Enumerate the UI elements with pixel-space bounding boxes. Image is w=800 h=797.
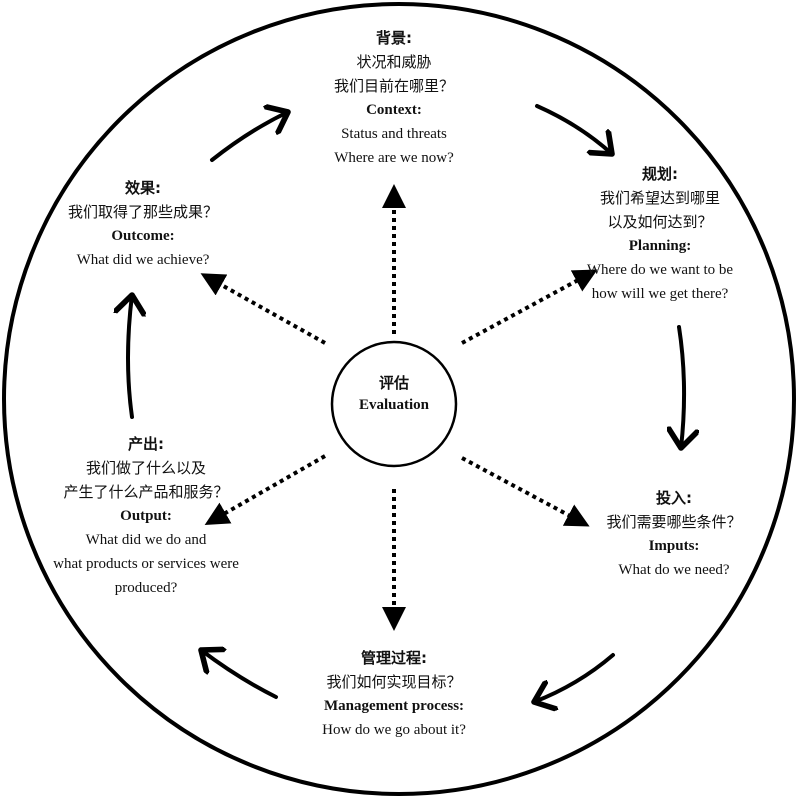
arrow-output-to-outcome (128, 295, 132, 419)
stage-zh-line: 产生了什么产品和服务？ (63, 483, 229, 501)
stage-planning: 规划: 我们希望达到哪里 以及如何达到？ Planning: Where do … (560, 162, 760, 306)
stage-en-title: Outcome: (111, 228, 175, 244)
stage-context: 背景: 状况和威胁 我们目前在哪里？ Context: Status and t… (294, 26, 494, 170)
stage-en-line: what products or services were (53, 556, 239, 572)
dotted-arrow-to-planning (461, 269, 598, 345)
stage-zh-line: 我们目前在哪里？ (333, 77, 454, 95)
stage-zh-line: 状况和威胁 (356, 53, 432, 71)
stage-zh-line: 我们需要哪些条件？ (606, 513, 742, 531)
stage-inputs: 投入: 我们需要哪些条件？ Imputs: What do we need? (574, 486, 774, 582)
stage-zh-line: 我们做了什么以及 (85, 459, 206, 477)
arrow-inputs-to-management (534, 653, 615, 702)
stage-zh-title: 管理过程: (361, 649, 427, 667)
stage-outcome: 效果: 我们取得了那些成果？ Outcome: What did we achi… (43, 176, 243, 272)
stage-en-line: produced? (114, 580, 178, 596)
stage-zh-title: 产出: (128, 435, 164, 453)
stage-en-title: Context: (366, 102, 422, 118)
stage-en-line: Where are we now? (334, 150, 454, 166)
dotted-arrow-to-output (204, 454, 326, 525)
arrow-context-to-planning (535, 104, 612, 154)
evaluation-label: 评估 Evaluation (334, 372, 454, 416)
stage-en-title: Output: (120, 508, 172, 524)
stage-zh-title: 投入: (656, 489, 692, 507)
stage-en-line: What did we do and (85, 532, 207, 548)
stage-output: 产出: 我们做了什么以及 产生了什么产品和服务？ Output: What di… (36, 432, 256, 600)
arrow-outcome-to-context (210, 112, 288, 162)
stage-management: 管理过程: 我们如何实现目标？ Management process: How … (294, 646, 494, 742)
dotted-arrow-to-outcome (200, 273, 326, 345)
stage-en-line: How do we go about it? (322, 722, 466, 738)
stage-en-title: Imputs: (648, 538, 700, 554)
evaluation-zh: 评估 (378, 374, 409, 392)
stage-zh-line: 我们取得了那些成果？ (67, 203, 218, 221)
stage-en-line: how will we get there? (591, 286, 729, 302)
stage-zh-title: 背景: (376, 29, 412, 47)
evaluation-circle (330, 340, 458, 468)
stage-en-title: Management process: (323, 698, 465, 714)
stage-zh-title: 规划: (642, 165, 678, 183)
stage-zh-line: 以及如何达到？ (607, 213, 713, 231)
stage-zh-line: 我们希望达到哪里 (599, 189, 720, 207)
stage-en-line: Status and threats (341, 126, 447, 142)
stage-en-line: Where do we want to be (586, 262, 734, 278)
dotted-arrow-to-inputs (461, 456, 590, 527)
stage-en-title: Planning: (628, 238, 692, 254)
arrow-planning-to-inputs (679, 325, 684, 448)
stage-en-line: What do we need? (618, 562, 730, 578)
stage-en-line: What did we achieve? (76, 252, 210, 268)
arrow-management-to-output (201, 650, 278, 699)
stage-zh-title: 效果: (125, 179, 161, 197)
evaluation-en: Evaluation (358, 397, 430, 413)
stage-zh-line: 我们如何实现目标？ (326, 673, 462, 691)
